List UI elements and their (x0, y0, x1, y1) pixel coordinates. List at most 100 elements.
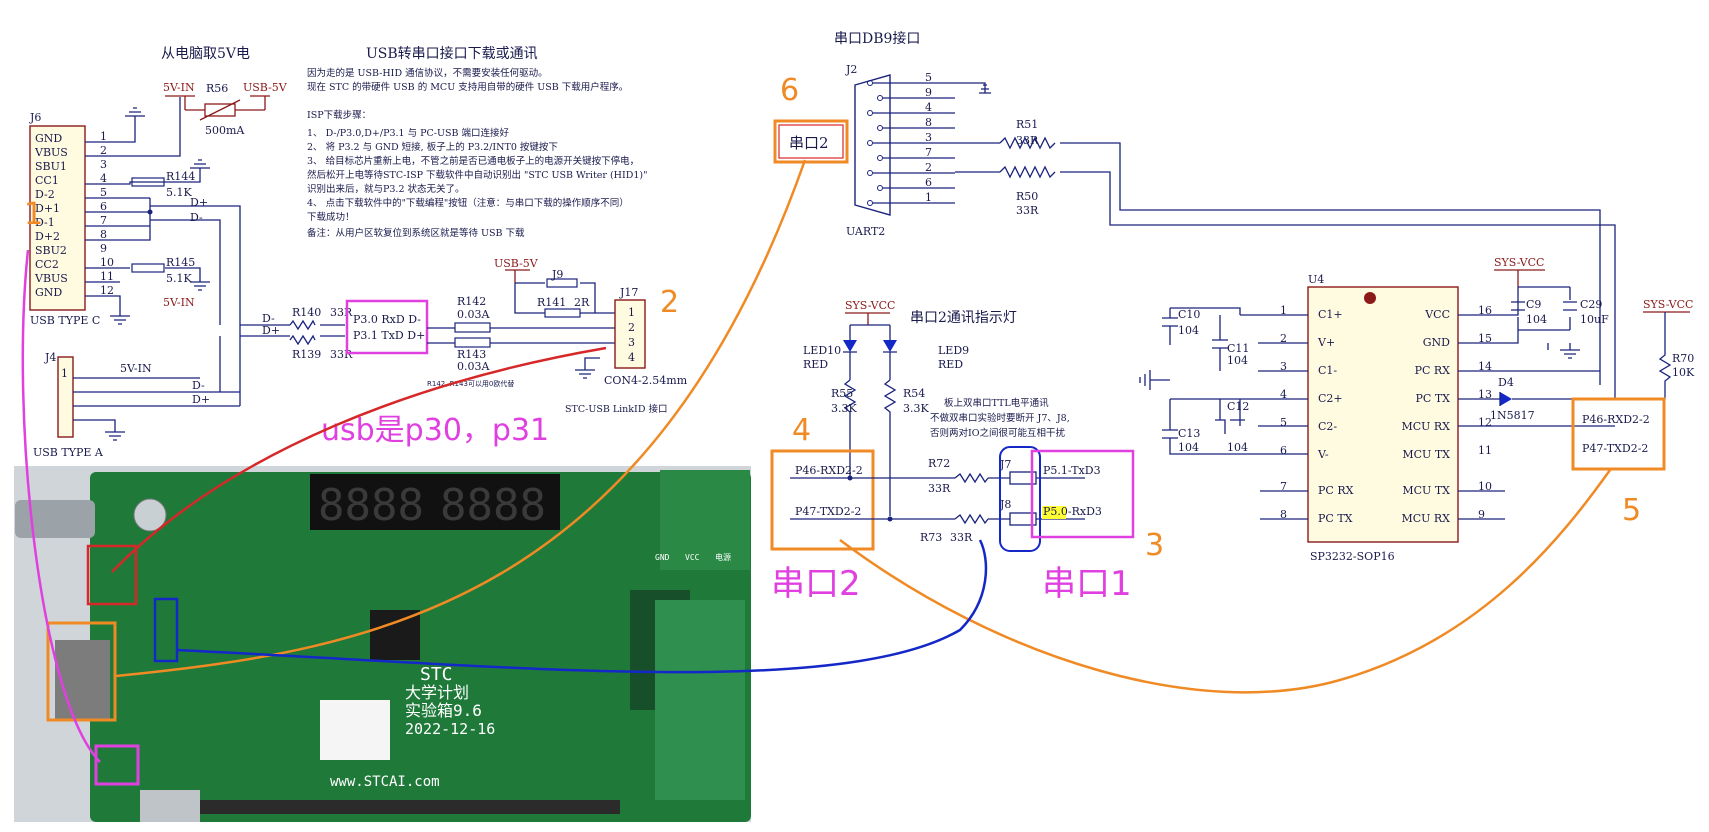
j6-pin-number: 11 (100, 270, 114, 283)
j6-pin-number: 9 (100, 242, 107, 255)
r70-zigzag (1658, 312, 1672, 400)
db9-pin-number: 2 (925, 161, 932, 174)
r145-body (131, 263, 165, 273)
u4-ref: U4 (1308, 273, 1324, 286)
u4-right-pin-number: 11 (1478, 444, 1492, 457)
j8-jumper (1009, 512, 1037, 526)
net-usb-5v-2: USB-5V (494, 257, 539, 270)
u4-left-pin-label: V+ (1317, 336, 1335, 349)
board-pcb (90, 472, 751, 822)
led-vcc-bar (845, 312, 890, 325)
bnc-nut (133, 498, 167, 532)
u4-right-pin-number: 13 (1478, 388, 1492, 401)
db9-pin-dot (867, 110, 873, 116)
u4-right-pin-number: 10 (1478, 480, 1492, 493)
j6-pin-number: 1 (100, 130, 107, 143)
r73-ref: R73 (920, 531, 942, 544)
board-url: www.STCAI.com (330, 774, 440, 790)
isp-step-4: 4、 点击下载软件中的"下载编程"按钮（注意：与串口下载的操作顺序不同） (307, 197, 629, 209)
j6-pin-label: SBU2 (35, 244, 67, 257)
c11-ref: C11 (1227, 342, 1249, 355)
led-note-2: 不做双串口实验时要断开 J7、J8, (930, 412, 1070, 424)
net-dm-1: D- (190, 211, 203, 224)
j7-jumper (1009, 471, 1037, 485)
u4-right-pin-label: MCU TX (1402, 448, 1450, 461)
db9-pin-number: 7 (925, 146, 932, 159)
u4-right-pin-number: 16 (1478, 304, 1492, 317)
j9-body (546, 278, 578, 288)
r56-ref: R56 (206, 82, 228, 95)
p31-label: P3.1 TxD D+ (353, 329, 425, 342)
r54-value: 3.3K (903, 402, 929, 415)
p50-highlight (1042, 506, 1066, 519)
usb-title: USB转串口接口下载或通讯 (366, 45, 538, 62)
curve-orange-2 (839, 469, 1612, 694)
r50-value: 33R (1016, 204, 1039, 217)
gnd-icon (1139, 370, 1170, 390)
u4-right-pin-label: PC RX (1415, 364, 1451, 377)
j4-pin-1: 1 (61, 367, 68, 380)
j6-pin-label: D-1 (35, 216, 55, 229)
isp-step-2: 2、 将 P3.2 与 GND 短接, 板子上的 P3.2/INT0 按键按下 (307, 141, 558, 153)
led-sys-vcc: SYS-VCC (845, 299, 895, 312)
c11-value: 104 (1227, 354, 1248, 367)
board-orange-box (46, 621, 117, 722)
p51-label: P5.1-TxD3 (1043, 464, 1101, 477)
net-dp-1: D+ (190, 196, 208, 209)
j6-pin-label: SBU1 (35, 160, 67, 173)
u4-right-pin-label: MCU TX (1402, 484, 1450, 497)
sp3232-part: SP3232-SOP16 (1310, 550, 1395, 563)
r73-value: 33R (950, 531, 973, 544)
bnc-connector (15, 500, 95, 538)
usb-desc-2: 现在 STC 的带硬件 USB 的 MCU 支持用自带的硬件 USB 下载用户程… (307, 81, 628, 93)
r70-ref: R70 (1672, 352, 1694, 365)
pin1-marker (1364, 292, 1376, 304)
net-dp-3: D+ (192, 393, 210, 406)
gnd-icon (85, 107, 145, 143)
c29-value: 10uF (1580, 313, 1609, 326)
db9-shell (854, 74, 891, 216)
c12-value: 104 (1227, 441, 1248, 454)
j6-pin-label: D+2 (35, 230, 60, 243)
j6-connector (29, 125, 86, 311)
board-date: 2022-12-16 (405, 720, 495, 738)
r140-r139-leads (240, 324, 345, 337)
board-brand: STC (420, 664, 453, 685)
d4-ref: D4 (1498, 376, 1514, 389)
r51-zigzag (999, 136, 1056, 150)
board-line1: 大学计划 (405, 683, 469, 702)
j6-type: USB TYPE C (30, 314, 100, 327)
j4-wires (73, 377, 240, 441)
j8-ref: J8 (999, 498, 1011, 511)
net-dm-2: D- (262, 312, 275, 325)
r144-body (131, 177, 165, 187)
net-5v-in-2: 5V-IN (163, 296, 195, 309)
curve-blue (175, 539, 988, 674)
led10-ref: LED10 (803, 344, 841, 357)
r50-ref: R50 (1016, 190, 1038, 203)
annotation-5: 5 (1622, 493, 1641, 528)
u4-right-pin-label: MCU RX (1401, 420, 1450, 433)
junction-dot (887, 516, 893, 522)
uart1-big-label: 串口1 (1042, 564, 1132, 604)
r141-body (544, 308, 581, 318)
isp-note: 备注：从用户区软复位到系统区就是等待 USB 下载 (307, 227, 525, 239)
j6-pin-number: 5 (100, 186, 107, 199)
c12-wire (1215, 399, 1245, 434)
u4-p46: P46-RXD2-2 (1582, 413, 1650, 426)
r145-ref: R145 (166, 256, 195, 269)
d4-icon (1500, 392, 1512, 406)
board-power: 电源 (715, 552, 731, 562)
db9-pin-dot (877, 185, 883, 191)
j6-pin-label: CC2 (35, 258, 59, 271)
gnd-icon (575, 357, 600, 379)
r140-value: 33R (330, 306, 353, 319)
net-usb-5v: USB-5V (243, 81, 288, 94)
r55-value: 3.3K (831, 402, 857, 415)
r55-r54-zigzag (843, 379, 897, 516)
j9-r141-net (514, 282, 615, 314)
led-supply (849, 324, 891, 340)
